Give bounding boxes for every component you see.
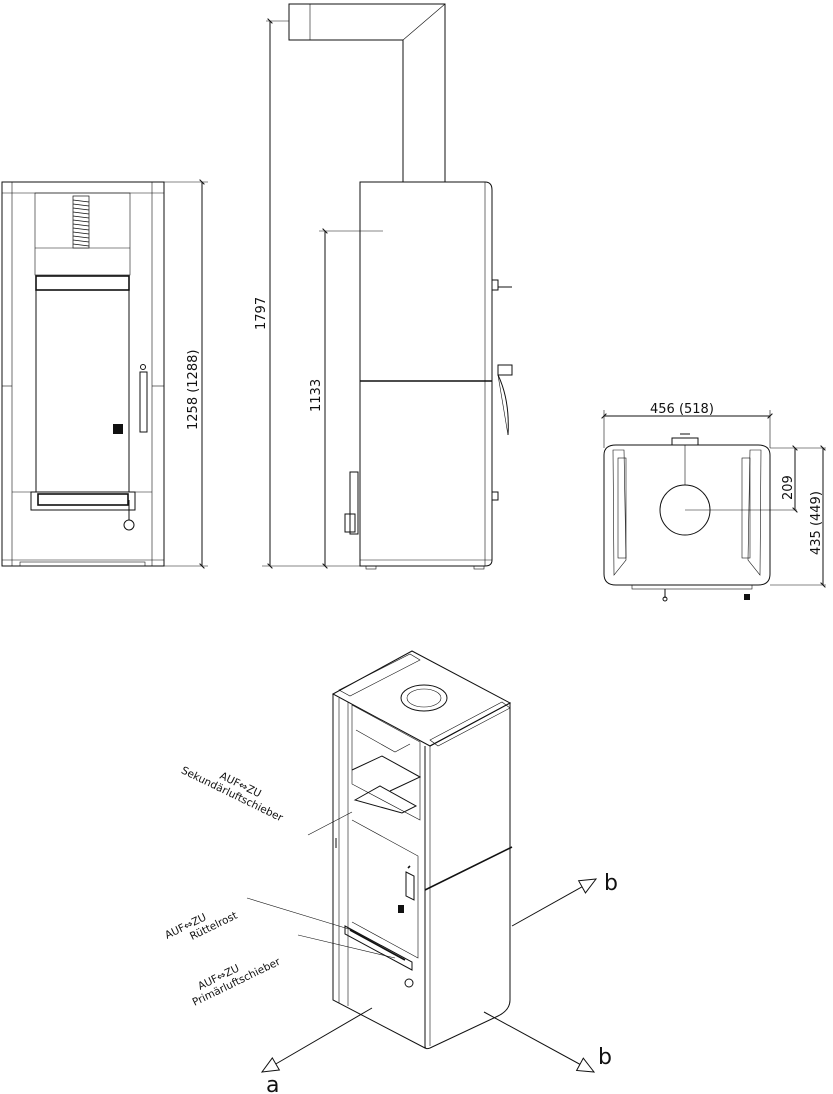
primary-air-label: AUF⇔ZU Primärluftschieber (191, 955, 283, 1008)
leader-primary (297, 934, 396, 959)
dim-pipe-height: 1133 (309, 379, 324, 412)
axis-b-upper-arrow (511, 878, 598, 927)
dim-pipe-offset: 209 (781, 475, 796, 500)
axis-a-label: a (266, 1073, 279, 1094)
dim-width: 456 (518) (650, 402, 714, 417)
side-view (262, 3, 513, 570)
leader-grate (246, 897, 353, 931)
front-view (1, 179, 208, 569)
axis-b-lower-arrow (483, 1011, 596, 1073)
secondary-air-label: AUF⇔ZU Sekundärluftschieber (179, 764, 285, 824)
leader-secondary (307, 811, 353, 836)
isometric-view (331, 650, 513, 1050)
dim-front-height: 1258 (1288) (186, 350, 201, 430)
dim-total-height: 1797 (254, 297, 269, 330)
top-view (601, 410, 826, 602)
axis-b-lower-label: b (598, 1045, 612, 1070)
flue-hose-icon (72, 195, 90, 249)
axis-b-upper-label: b (604, 871, 618, 896)
dim-depth: 435 (449) (809, 491, 824, 555)
grate-label: AUF⇔ZU Rüttelrost (163, 910, 239, 943)
axis-a-arrow (260, 1007, 373, 1073)
